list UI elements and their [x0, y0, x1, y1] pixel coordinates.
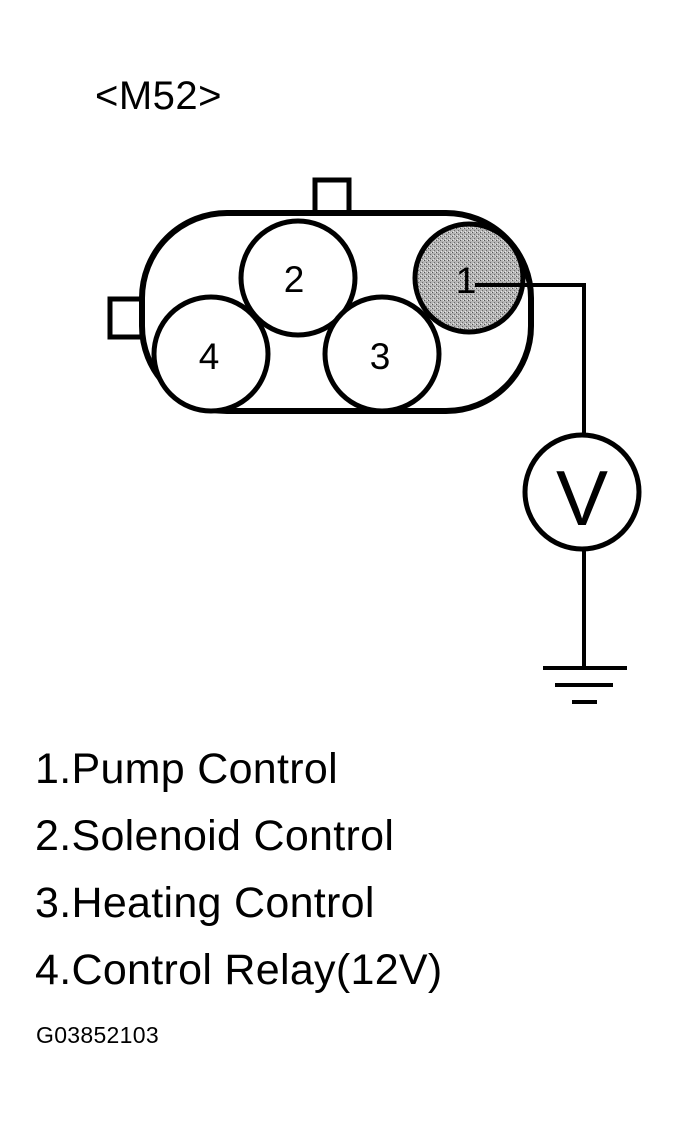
- connector-top-tab: [312, 177, 352, 218]
- legend-item-heating-control: 3.Heating Control: [35, 879, 375, 927]
- pin-3-terminal: [322, 294, 442, 414]
- legend-item-pump-control: 1.Pump Control: [35, 745, 338, 793]
- pin-3-label: 3: [370, 336, 391, 377]
- pin-1-label: 1: [456, 260, 477, 301]
- pin-4-terminal: [151, 294, 271, 414]
- pin-1-terminal: [412, 221, 526, 335]
- legend-item-solenoid-control: 2.Solenoid Control: [35, 812, 395, 860]
- pin-2-label: 2: [284, 259, 305, 300]
- connector-title: <M52>: [95, 74, 223, 118]
- pin-4-label: 4: [199, 336, 220, 377]
- ground-icon: [543, 666, 627, 704]
- pin-2-terminal: [238, 218, 358, 338]
- voltmeter-symbol: V: [556, 454, 608, 542]
- pin-legend: 1.Pump Control 2.Solenoid Control 3.Heat…: [35, 748, 443, 1016]
- connector-diagram: 2 4 3 1 V: [107, 177, 642, 704]
- figure-id: G03852103: [36, 1022, 159, 1048]
- probe-wire: [475, 283, 586, 438]
- legend-item-control-relay: 4.Control Relay(12V): [35, 946, 443, 994]
